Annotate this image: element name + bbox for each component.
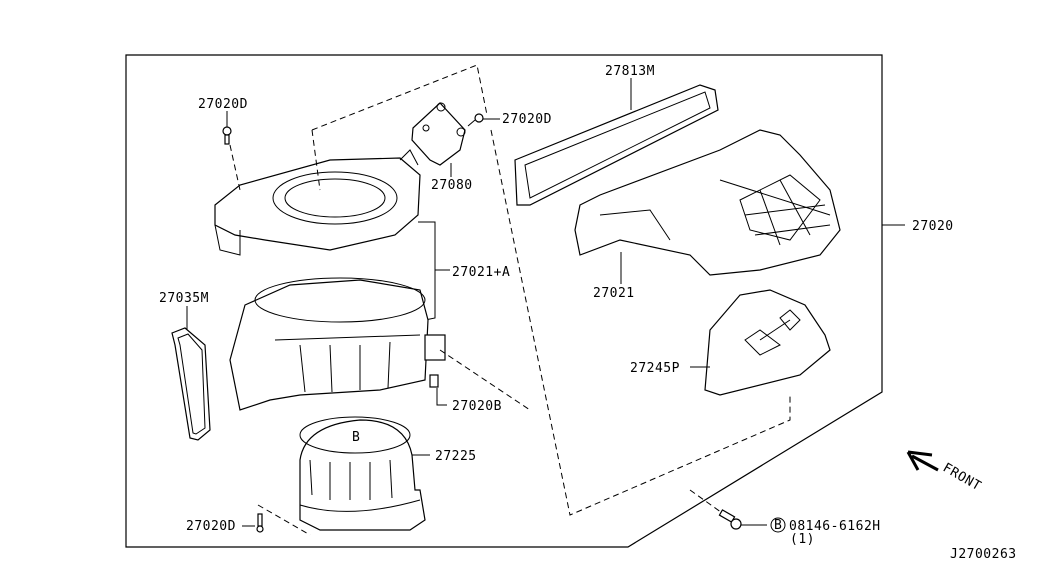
- front-label: FRONT: [940, 460, 984, 494]
- label-27020D-bottom: 27020D: [186, 519, 236, 534]
- label-27080: 27080: [431, 178, 473, 193]
- label-bolt-qty: (1): [790, 532, 815, 547]
- screw-27020D-right: [467, 113, 484, 127]
- reference-code: J2700263: [950, 547, 1017, 562]
- blower-motor-27225-part: B: [299, 416, 426, 531]
- front-arrow-icon: [906, 450, 939, 472]
- bolt-symbol-circle: [770, 517, 786, 533]
- actuator-27080-part: [411, 102, 466, 166]
- label-27225: 27225: [435, 449, 477, 464]
- lower-case-part: [229, 277, 446, 411]
- label-27813M: 27813M: [605, 64, 655, 79]
- motor-mark: B: [352, 430, 360, 445]
- label-27020D-right: 27020D: [502, 112, 552, 127]
- label-27035M: 27035M: [159, 291, 209, 306]
- label-27021A: 27021+A: [452, 265, 510, 280]
- label-27020D-top: 27020D: [198, 97, 248, 112]
- label-bolt-part: 08146-6162H: [789, 519, 881, 534]
- clip-27020B-part: [429, 374, 439, 388]
- assembly-frame: [125, 54, 883, 548]
- bolt-part: [689, 489, 742, 530]
- cover-27245P-part: [704, 289, 831, 396]
- label-27245P: 27245P: [630, 361, 680, 376]
- intake-duct-27021-part: [574, 129, 841, 276]
- bolt-symbol: B: [774, 518, 782, 533]
- label-27020B: 27020B: [452, 399, 502, 414]
- screw-27020D-top: [222, 126, 232, 145]
- label-27020: 27020: [912, 219, 954, 234]
- label-27021: 27021: [593, 286, 635, 301]
- gasket-27035M-part: [171, 327, 211, 441]
- leader-27021A: [418, 221, 450, 321]
- screw-27020D-bottom: [256, 513, 264, 533]
- dashed-outline-upper: [311, 64, 488, 131]
- filter-frame-27813M-part: [514, 84, 719, 206]
- upper-case-part: [214, 149, 421, 256]
